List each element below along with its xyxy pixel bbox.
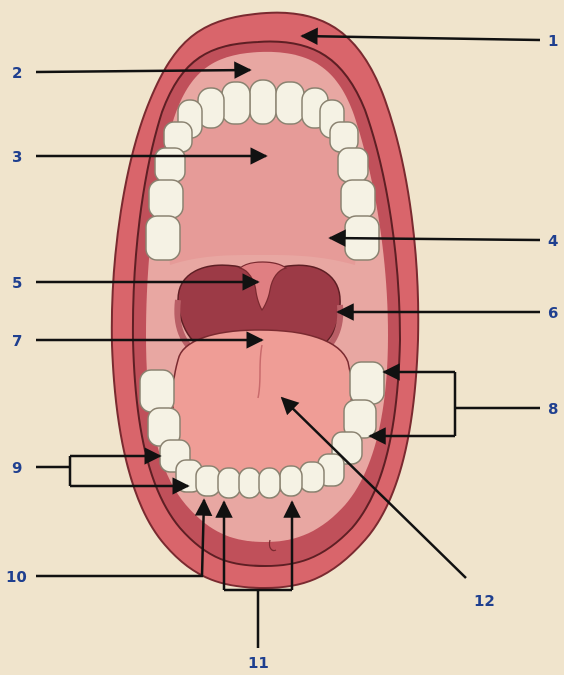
label-12: 12 [474, 592, 495, 610]
palate [168, 119, 356, 265]
label-10: 10 [6, 568, 27, 586]
label-2: 2 [12, 64, 22, 82]
label-6: 6 [548, 304, 558, 322]
label-11: 11 [248, 654, 269, 672]
label-3: 3 [12, 148, 22, 166]
label-8: 8 [548, 400, 558, 418]
label-4: 4 [548, 232, 558, 250]
label-1: 1 [548, 32, 558, 50]
label-7: 7 [12, 332, 22, 350]
label-5: 5 [12, 274, 22, 292]
label-9: 9 [12, 459, 22, 477]
